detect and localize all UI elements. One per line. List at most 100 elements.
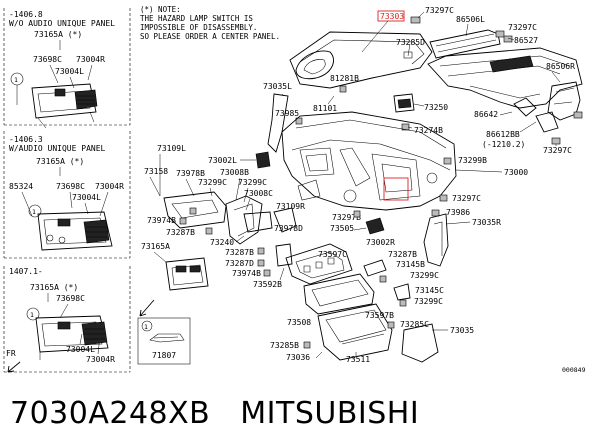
label-73974b-a: 73974B [147, 216, 176, 225]
label-81281b: 81281B [330, 74, 359, 83]
label-73002r: 73002R [366, 238, 395, 247]
vent-2 [83, 219, 110, 244]
variant-2-part-1: 85324 [9, 182, 33, 191]
dash-main-73000 [281, 111, 457, 211]
part-number: 7030A248XB [10, 396, 211, 431]
glove-box-area: 73297B 73505 73002R 73597C 73287B 73145B… [270, 210, 474, 364]
variant-3-part-0: 73165A (*) [30, 283, 78, 292]
label-73240: 73240 [210, 238, 234, 247]
center-panel-73165a [165, 257, 209, 291]
variant-2-title: W/AUDIO UNIQUE PANEL [9, 144, 106, 153]
highlight-box-center [383, 177, 409, 201]
variant-2-part-4: 73004L [72, 193, 101, 202]
vent-73002r [365, 217, 385, 235]
center-left-cluster: 73109L 73002L 73158 73978B 73008B 73299C… [144, 144, 305, 289]
label-73250: 73250 [424, 103, 448, 112]
label-86506r: 86506R [546, 62, 575, 71]
label-73158: 73158 [144, 167, 168, 176]
variant-2-callout-circle [28, 204, 42, 218]
center-panel-main: 73165A 1 71807 [137, 242, 209, 365]
label-73986: 73986 [446, 208, 470, 217]
part-71807 [149, 333, 185, 343]
variant-2: -1406.3 W/AUDIO UNIQUE PANEL 73165A (*) … [9, 135, 124, 251]
dashboard-body: 73000 73299B 73297C 73986 73035R [281, 111, 528, 267]
callout-number: 1 [144, 323, 148, 331]
variant-2-range: -1406.3 [9, 135, 43, 144]
diagram-code: 000849 [562, 366, 586, 374]
note-line-2: IMPOSSIBLE OF DISASSEMBLY. [140, 23, 257, 32]
label-73985-a: 73985 [275, 109, 299, 118]
label-73978b: 73978B [176, 169, 205, 178]
label-73285c: 73285C [400, 320, 429, 329]
variant-2-callout: 1 [32, 208, 36, 216]
vent-grille-top [489, 55, 534, 73]
panel-73109r [273, 207, 297, 233]
label-73274b: 73274B [414, 126, 443, 135]
label-73109l: 73109L [157, 144, 186, 153]
label-73299c-d: 73299C [414, 297, 443, 306]
vent-1 [74, 89, 98, 110]
label-73511: 73511 [346, 355, 370, 364]
label-73287b-c: 73287B [388, 250, 417, 259]
label-73145b: 73145B [396, 260, 425, 269]
variant-1-range: -1406.8 [9, 10, 43, 19]
glove-box-outer [303, 273, 375, 315]
part-caption: 7030A248XB MITSUBISHI [10, 392, 570, 436]
label-73508: 73508 [287, 318, 311, 327]
variant-2-part-2: 73698C [56, 182, 85, 191]
center-panel-1 [31, 83, 97, 119]
variant-1-part-2: 73004R [76, 55, 105, 64]
center-panel-3 [35, 315, 109, 353]
hazard-switch-3 [57, 321, 71, 330]
variant-3-callout-circle [26, 307, 40, 321]
variant-3-range: 1407.1- [9, 267, 43, 276]
label-73287b-a: 73287B [166, 228, 195, 237]
variant-3-part-1: 73698C [56, 294, 85, 303]
label-73299c-a: 73299C [198, 178, 227, 187]
label-73592b: 73592B [253, 280, 282, 289]
note-line-1: THE HAZARD LAMP SWITCH IS [140, 14, 253, 23]
label-73505: 73505 [330, 224, 354, 233]
label-73299c-c: 73299C [410, 271, 439, 280]
front-arrow: FR [6, 349, 21, 373]
variant-1-title: W/O AUDIO UNIQUE PANEL [9, 19, 115, 28]
variant-3-part-3: 73004R [86, 355, 115, 364]
note-line-3: SO PLEASE ORDER A CENTER PANEL. [140, 32, 280, 41]
lower-left-panel [163, 191, 227, 229]
label-73297c-top: 73297C [425, 6, 454, 15]
label-73299c-b: 73299C [238, 178, 267, 187]
label-86506l: 86506L [456, 15, 485, 24]
side-panel-73035l [267, 93, 289, 153]
label-73303: 73303 [380, 12, 404, 21]
hazard-switch-1 [54, 88, 66, 97]
label-73978d: 73978D [274, 224, 303, 233]
center-panel-2 [37, 211, 113, 251]
duct-main [427, 47, 583, 109]
meter-hood [295, 50, 334, 80]
label-73036: 73036 [286, 353, 310, 362]
label-86642: 86642 [474, 110, 498, 119]
note-line-0: (*) NOTE: [140, 5, 181, 14]
variant-3: 1407.1- 73165A (*) 73698C 73004L 73004R … [9, 267, 115, 364]
label-73035l: 73035L [263, 82, 292, 91]
variant-1-part-0: 73165A (*) [34, 30, 82, 39]
variant-1: -1406.8 W/O AUDIO UNIQUE PANEL 73165A (*… [9, 10, 115, 129]
label-86527: 86527 [514, 36, 538, 45]
part-86612bb [535, 111, 559, 133]
label-73597b: 73597B [365, 311, 394, 320]
side-cover-73035 [401, 323, 439, 363]
fr-label: FR [6, 349, 16, 358]
label-81101: 81101 [313, 104, 337, 113]
vent-3 [81, 321, 108, 346]
part-86642 [513, 97, 537, 117]
variant-1-part-1: 73698C [33, 55, 62, 64]
variant-2-part-3: 73004R [95, 182, 124, 191]
brand-name: MITSUBISHI [240, 396, 420, 431]
label-73165a: 73165A [141, 242, 170, 251]
dash-top-pad [289, 31, 433, 89]
variant-frames [3, 8, 131, 373]
label-73974b-b: 73974B [232, 269, 261, 278]
label-73145c: 73145C [415, 286, 444, 295]
variant-1-part-3: 73004L [55, 67, 84, 76]
part-73250 [393, 93, 415, 113]
